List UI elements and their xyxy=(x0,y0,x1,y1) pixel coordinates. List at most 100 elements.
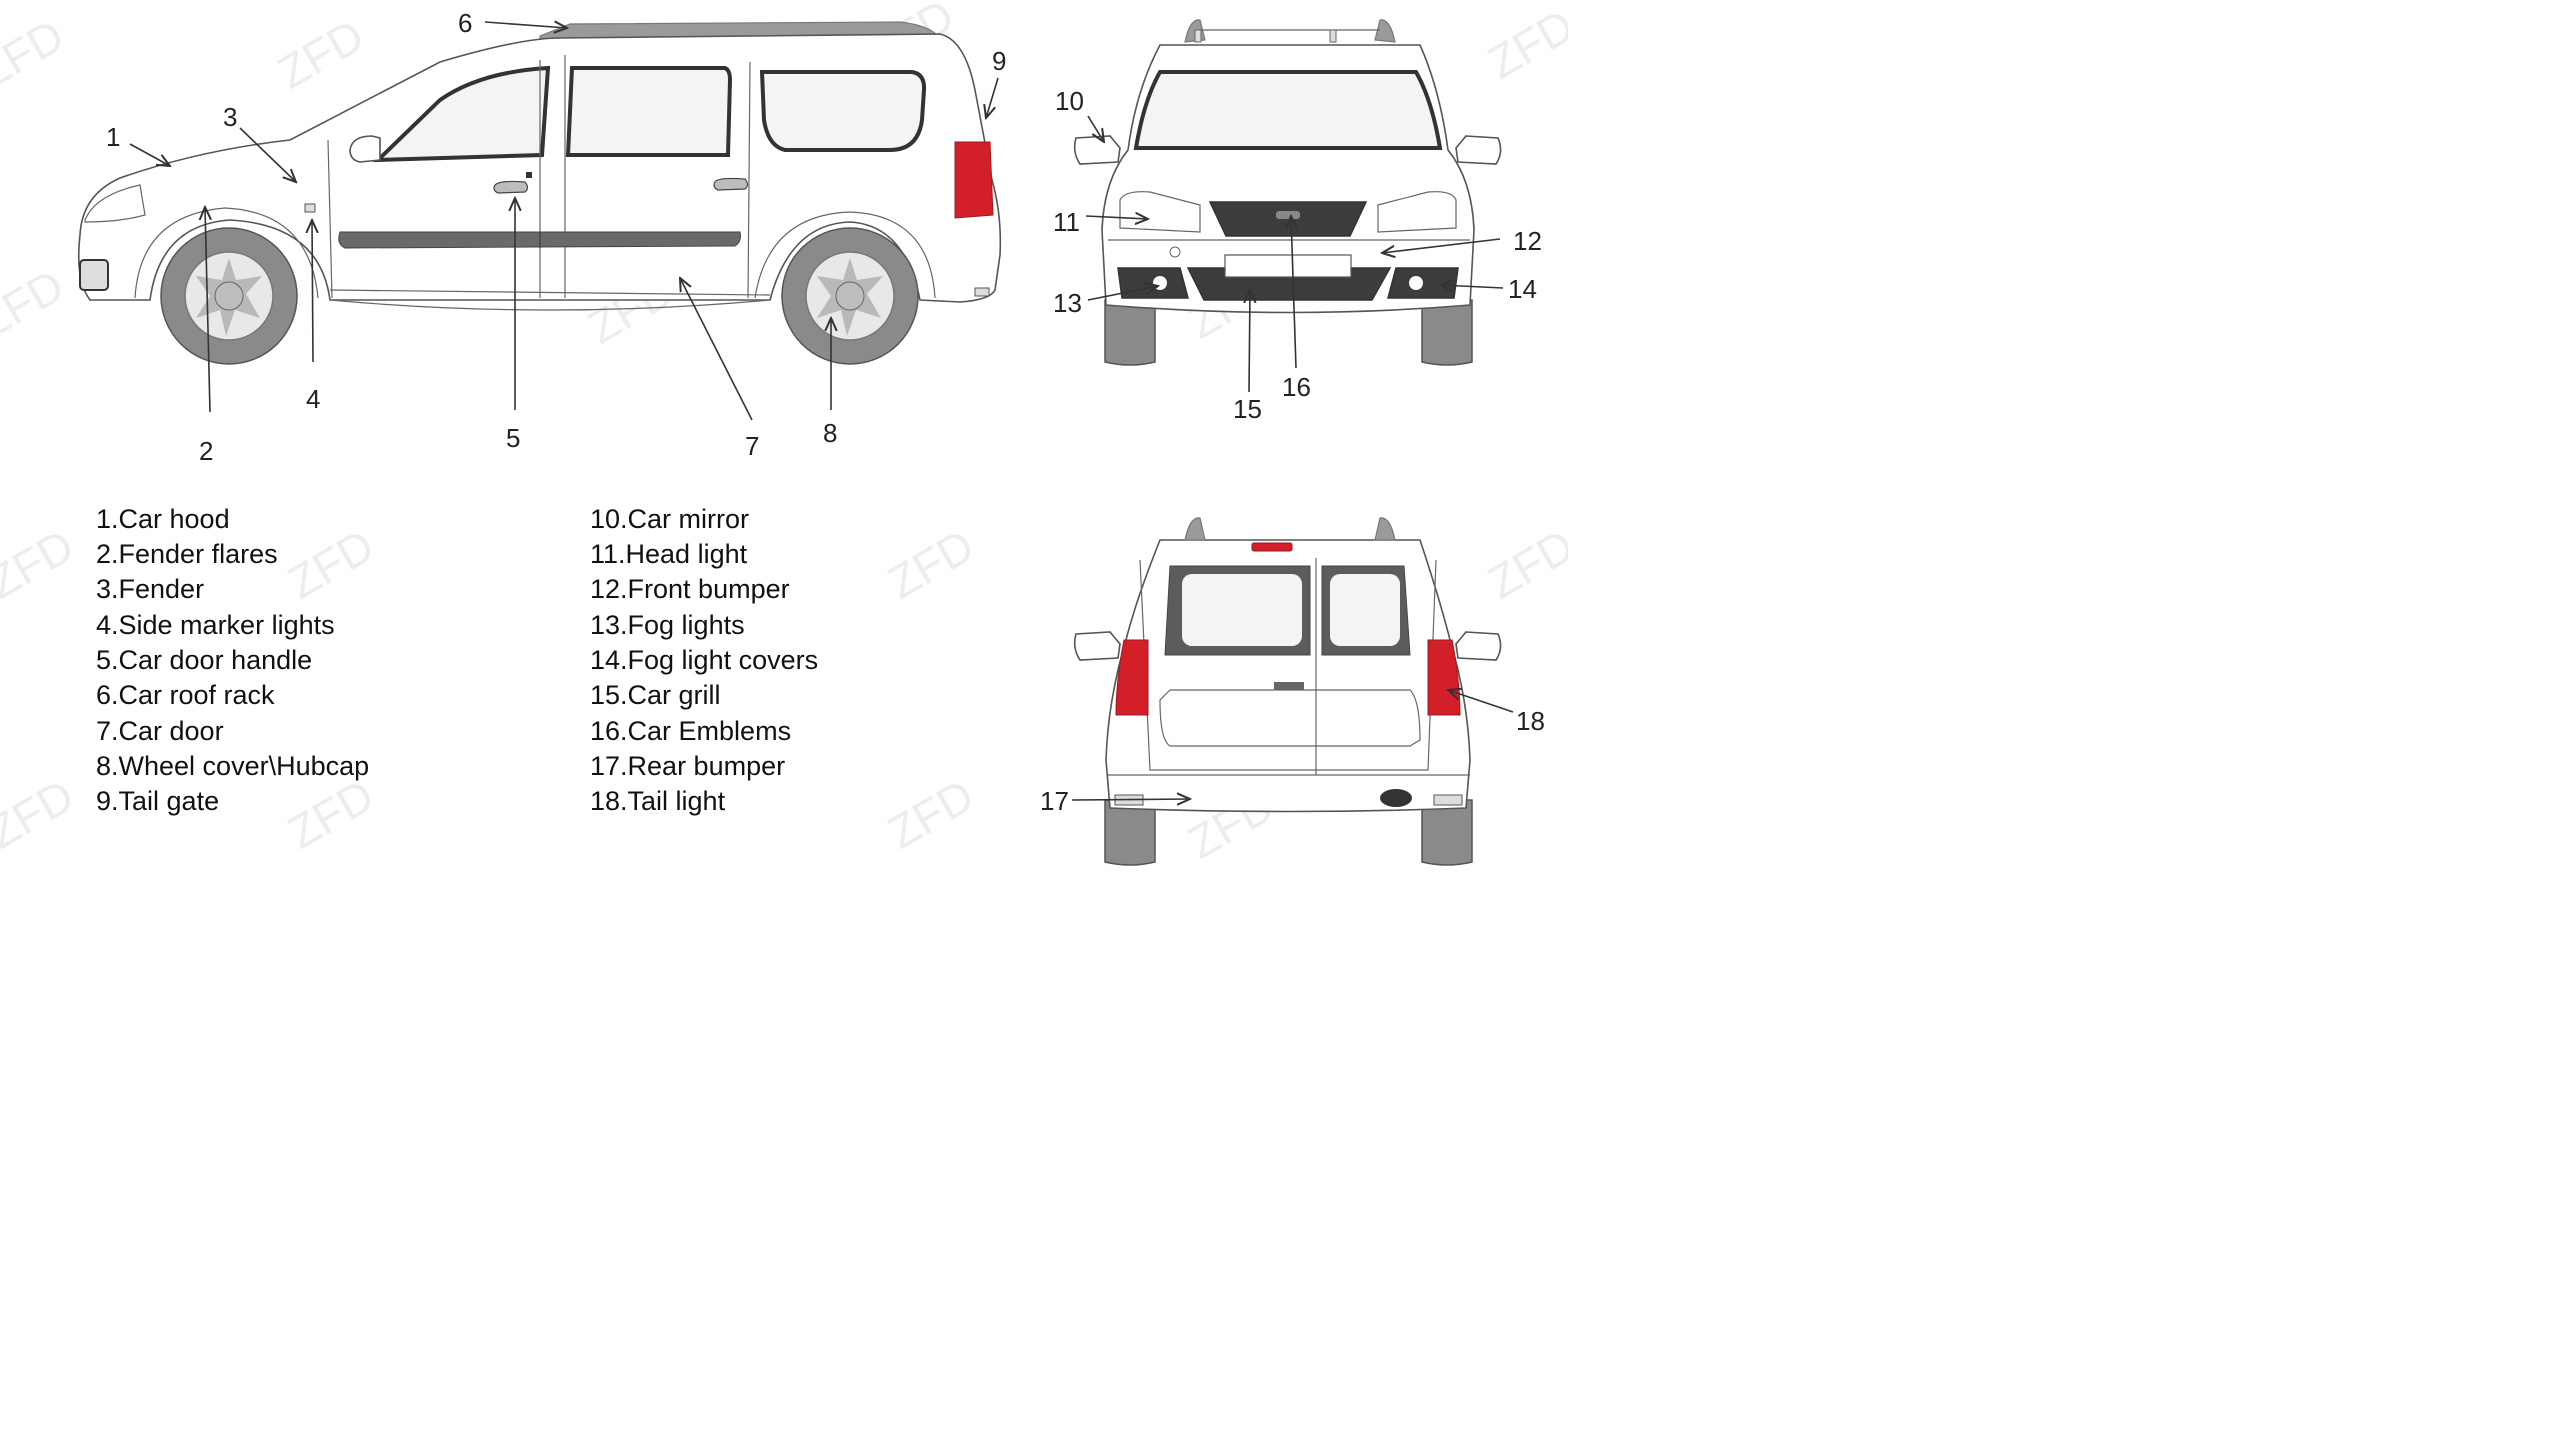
callout-7: 7 xyxy=(745,431,759,461)
legend-left: 1.Car hood 2.Fender flares 3.Fender 4.Si… xyxy=(96,504,369,816)
front-door-handle xyxy=(493,180,529,194)
callout-17: 17 xyxy=(1040,786,1069,816)
license-plate xyxy=(1224,254,1352,278)
callout-10: 10 xyxy=(1055,86,1084,116)
legend-item: 6.Car roof rack xyxy=(96,680,275,710)
front-emblem xyxy=(1276,211,1300,219)
legend-item: 8.Wheel cover\Hubcap xyxy=(96,751,369,781)
watermark: ZFD xyxy=(0,519,82,609)
callout-14: 14 xyxy=(1508,274,1537,304)
leader-9 xyxy=(986,77,999,118)
windshield xyxy=(1133,70,1443,150)
side-tail-light xyxy=(954,141,994,219)
watermark: ZFD xyxy=(269,9,372,99)
car-side-view xyxy=(77,21,1002,365)
third-brake-light xyxy=(1251,542,1293,552)
right-tail-light xyxy=(1427,639,1461,716)
front-tire-left xyxy=(1104,299,1156,366)
side-headlight xyxy=(84,184,146,223)
watermark: ZFD xyxy=(0,9,72,99)
legend-item: 15.Car grill xyxy=(590,680,721,710)
leader-4 xyxy=(312,220,313,363)
watermark: ZFD xyxy=(1479,0,1568,89)
leader-18 xyxy=(1448,690,1514,713)
legend-item: 1.Car hood xyxy=(96,504,230,534)
legend-item: 17.Rear bumper xyxy=(590,751,785,781)
watermark: ZFD xyxy=(879,769,982,859)
callout-13: 13 xyxy=(1053,288,1082,318)
callout-18: 18 xyxy=(1516,706,1545,736)
watermark: ZFD xyxy=(0,259,72,349)
callout-3: 3 xyxy=(223,102,237,132)
right-mirror xyxy=(1455,135,1502,165)
watermark: ZFD xyxy=(279,769,382,859)
leader-3 xyxy=(239,127,296,182)
callout-6: 6 xyxy=(458,8,472,38)
legend-item: 12.Front bumper xyxy=(590,574,790,604)
side-fog-light xyxy=(79,259,109,291)
legend-item: 18.Tail light xyxy=(590,786,726,816)
watermark: ZFD xyxy=(879,519,982,609)
legend-item: 4.Side marker lights xyxy=(96,610,335,640)
tailgate-handle xyxy=(1274,682,1304,690)
car-rear-view xyxy=(1073,517,1502,866)
leader-16 xyxy=(1291,216,1296,369)
watermark: ZFD xyxy=(1479,519,1568,609)
leader-10 xyxy=(1087,115,1104,142)
callout-16: 16 xyxy=(1282,372,1311,402)
legend-item: 2.Fender flares xyxy=(96,539,278,569)
callout-1: 1 xyxy=(106,122,120,152)
callout-5: 5 xyxy=(506,423,520,453)
rear-side-window xyxy=(759,70,927,152)
legend-item: 13.Fog lights xyxy=(590,610,745,640)
rear-left-mirror xyxy=(1073,631,1121,661)
plate-recess xyxy=(1159,689,1421,747)
leader-11 xyxy=(1085,216,1148,219)
side-marker-light xyxy=(304,203,316,213)
legend-right: 10.Car mirror 11.Head light 12.Front bum… xyxy=(590,504,818,816)
rear-door-handle xyxy=(713,177,749,191)
leader-2 xyxy=(205,207,210,413)
callout-8: 8 xyxy=(823,418,837,448)
front-tire-right xyxy=(1421,299,1473,366)
leader-15 xyxy=(1249,290,1250,393)
leader-lines xyxy=(129,22,1514,800)
leader-7 xyxy=(680,278,753,421)
car-front-view xyxy=(1073,19,1502,366)
legend-item: 3.Fender xyxy=(96,574,204,604)
front-side-window xyxy=(372,65,551,163)
legend-item: 7.Car door xyxy=(96,716,224,746)
rear-right-mirror xyxy=(1455,631,1502,661)
legend-item: 5.Car door handle xyxy=(96,645,312,675)
callout-12: 12 xyxy=(1513,226,1542,256)
watermark: ZFD xyxy=(0,769,82,859)
legend-item: 10.Car mirror xyxy=(590,504,749,534)
leader-12 xyxy=(1382,238,1501,253)
leader-13 xyxy=(1087,286,1158,301)
car-parts-diagram: ZFD ZFD ZFD ZFD ZFD ZFD ZFD ZFD ZFD ZFD … xyxy=(0,0,1568,869)
middle-side-window xyxy=(565,66,733,157)
callout-9: 9 xyxy=(992,46,1006,76)
exhaust xyxy=(1380,789,1412,807)
callout-2: 2 xyxy=(199,436,213,466)
callout-11: 11 xyxy=(1053,207,1080,237)
leader-6 xyxy=(484,22,567,28)
leader-1 xyxy=(129,143,170,166)
legend-item: 9.Tail gate xyxy=(96,786,219,816)
callout-15: 15 xyxy=(1233,394,1262,424)
right-headlight xyxy=(1377,191,1457,233)
callout-numbers: 1 2 3 4 5 6 7 8 9 10 11 12 13 14 15 16 1… xyxy=(106,8,1545,816)
left-mirror xyxy=(1073,135,1121,165)
legend-item: 16.Car Emblems xyxy=(590,716,791,746)
left-headlight xyxy=(1119,191,1201,233)
rear-tire-left xyxy=(1104,799,1156,866)
legend-item: 11.Head light xyxy=(590,539,748,569)
callout-4: 4 xyxy=(306,384,320,414)
rear-tire-right xyxy=(1421,799,1473,866)
leader-14 xyxy=(1440,285,1504,288)
left-tail-light xyxy=(1115,639,1149,716)
watermark: ZFD xyxy=(279,519,382,609)
legend-item: 14.Fog light covers xyxy=(590,645,818,675)
side-mirror xyxy=(349,135,381,163)
leader-17 xyxy=(1071,799,1190,800)
